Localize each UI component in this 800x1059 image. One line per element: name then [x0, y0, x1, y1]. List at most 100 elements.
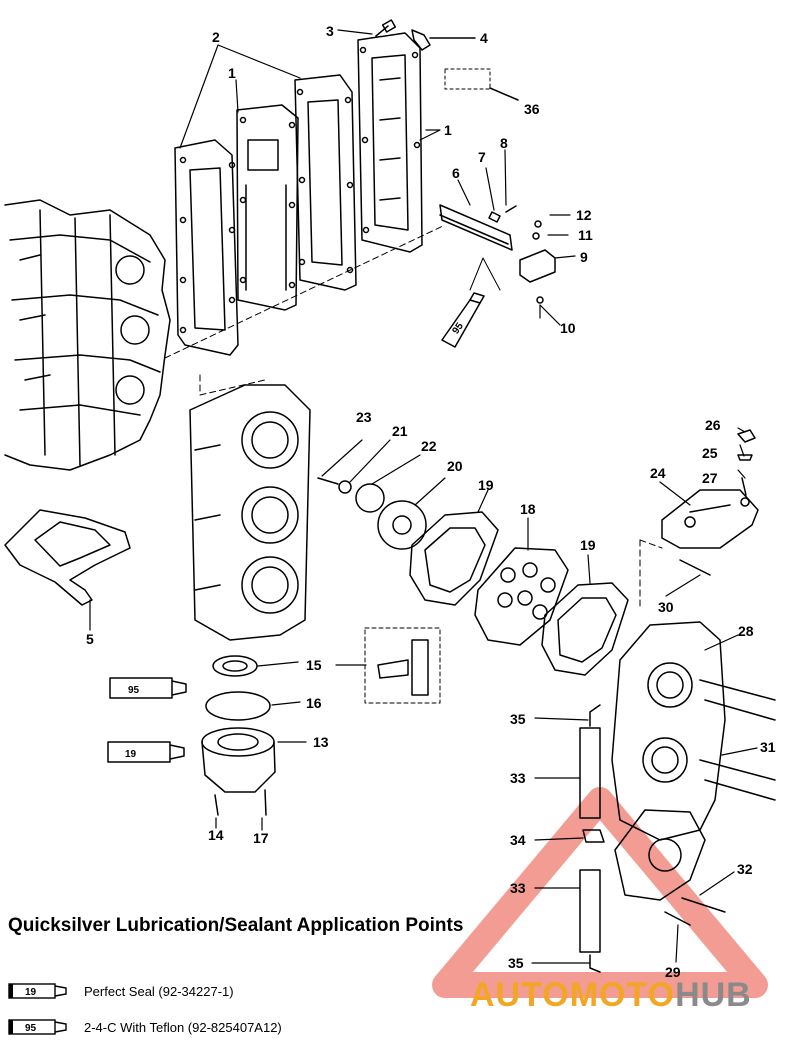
watermark-part2: HUB	[675, 976, 752, 1014]
legend-code: 19	[25, 987, 37, 998]
callout: 19	[580, 537, 596, 553]
tube-95-top-label: 95	[450, 321, 466, 337]
reed-20	[377, 500, 427, 550]
screw-23	[317, 477, 339, 485]
washer-25	[737, 454, 753, 461]
watermark-triangle	[432, 787, 768, 998]
gasket-19-b	[541, 582, 629, 676]
callout: 12	[576, 207, 592, 223]
callout: 10	[560, 320, 576, 336]
callout: 34	[510, 832, 526, 848]
callout: 35	[508, 955, 524, 971]
watermark-part1: AUTOMOTO	[470, 976, 676, 1014]
callout: 28	[738, 623, 754, 639]
callout: 25	[702, 445, 718, 461]
tube-95-mid	[109, 677, 187, 699]
sealant-tube-icon: 19	[8, 983, 67, 999]
callout: 36	[524, 101, 540, 117]
callout: 30	[658, 599, 674, 615]
leader-lines	[89, 29, 758, 964]
callout: 15	[306, 657, 322, 673]
tube-95-mid-label: 95	[128, 685, 140, 696]
fitting-4	[411, 29, 476, 51]
callout: 23	[356, 409, 372, 425]
watermark-text: AUTOMOTOHUB	[470, 976, 752, 1015]
gasket-2-left	[174, 139, 239, 356]
tube-19-mid-label: 19	[125, 749, 137, 760]
tube-33-top	[579, 727, 601, 819]
seal-15	[212, 655, 258, 677]
o-ring-16	[205, 691, 271, 721]
gasket-19-a	[409, 511, 499, 606]
rail-6	[439, 204, 513, 251]
sealant-tube-icon: 95	[8, 1019, 67, 1035]
screw-17	[264, 789, 267, 816]
screw-27	[741, 477, 747, 496]
disc-22	[355, 483, 385, 513]
callout: 35	[510, 711, 526, 727]
exhaust-cover-1	[357, 32, 423, 253]
engine-block	[4, 199, 171, 471]
legend-title: Quicksilver Lubrication/Sealant Applicat…	[8, 915, 464, 936]
callout: 16	[306, 695, 322, 711]
washer-21	[338, 480, 352, 494]
callout: 11	[578, 227, 593, 243]
callout: 2	[212, 29, 220, 45]
callout: 17	[253, 830, 269, 846]
bracket-24	[661, 489, 759, 549]
pump-body-18	[474, 547, 569, 646]
legend-item-19: 19 Perfect Seal (92-34227-1)	[8, 980, 234, 1002]
callout: 7	[478, 149, 486, 165]
screw-29	[664, 911, 691, 926]
callout: 8	[500, 135, 508, 151]
callout: 32	[737, 861, 753, 877]
callout: 1	[444, 122, 452, 138]
legend-item-95: 95 2-4-C With Teflon (92-825407A12)	[8, 1016, 282, 1038]
callout: 21	[392, 423, 408, 439]
tube-33-bottom	[579, 869, 601, 953]
bolt-3	[375, 19, 397, 37]
callout: 20	[447, 458, 463, 474]
callout: 27	[702, 470, 718, 486]
callout: 33	[510, 770, 526, 786]
callout: 31	[760, 739, 776, 755]
callout: 14	[208, 827, 224, 843]
gasket-5	[4, 509, 131, 606]
callout: 1	[228, 65, 236, 81]
cap-26	[737, 429, 756, 443]
cover-plate-1	[236, 104, 299, 311]
screw-30	[679, 559, 711, 576]
block-9	[519, 249, 556, 283]
legend-code: 95	[25, 1023, 37, 1034]
label-36	[444, 68, 491, 90]
callout: 22	[421, 438, 437, 454]
flange-32	[614, 809, 706, 901]
elbow-35-bottom	[589, 954, 601, 973]
callout: 24	[650, 465, 666, 481]
callout: 26	[705, 417, 721, 433]
callout: 13	[313, 734, 329, 750]
elbow-35-top	[589, 704, 601, 727]
callout: 3	[326, 23, 334, 39]
studs-31	[699, 679, 776, 801]
callout: 5	[86, 631, 94, 647]
fitting-34	[582, 829, 605, 843]
callout: 33	[510, 880, 526, 896]
housing-13	[201, 727, 276, 793]
tube-19-mid	[107, 741, 185, 763]
legend-label: Perfect Seal (92-34227-1)	[84, 983, 234, 999]
tube-95-top	[441, 292, 485, 348]
callout-numbers: 1 1 2 3 4 5 6 7 8 9 10 11 12 13 14 15 16…	[86, 23, 776, 980]
gasket-2-right	[294, 74, 357, 291]
crankcase-28	[611, 621, 726, 841]
cylinder-block	[189, 384, 311, 641]
callout: 6	[452, 165, 460, 181]
fitting-14	[214, 794, 219, 816]
callout: 18	[520, 501, 536, 517]
callout: 9	[580, 249, 588, 265]
callout: 19	[478, 477, 494, 493]
callout: 29	[665, 964, 681, 980]
screw-32	[681, 897, 726, 913]
legend-label: 2-4-C With Teflon (92-825407A12)	[84, 1019, 282, 1035]
